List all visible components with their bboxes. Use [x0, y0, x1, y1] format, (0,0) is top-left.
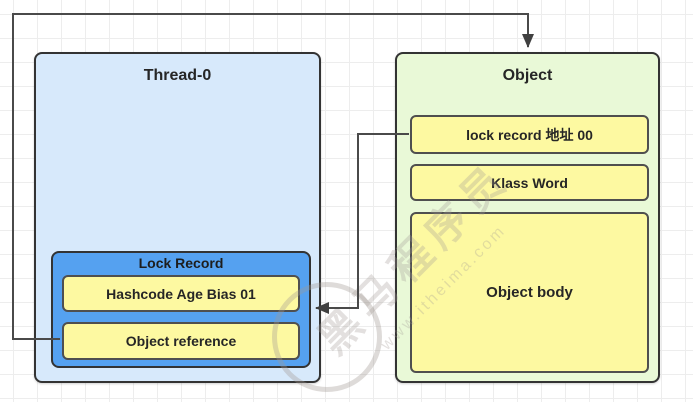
thread-box-title: Thread-0: [143, 67, 212, 84]
lock-record-row-hashcode: Hashcode Age Bias 01: [62, 275, 300, 312]
thread-box: Thread-0 Lock Record Hashcode Age Bias 0…: [34, 52, 321, 383]
object-row-klass-word: Klass Word: [410, 164, 649, 201]
lock-record-row-object-reference: Object reference: [62, 322, 300, 360]
object-row-object-body: Object body: [410, 212, 649, 373]
lock-record-title: Lock Record: [138, 255, 224, 271]
object-box: Object lock record 地址 00 Klass Word Obje…: [395, 52, 660, 383]
lock-record-box: Lock Record Hashcode Age Bias 01 Object …: [51, 251, 311, 368]
object-box-title: Object: [502, 67, 553, 84]
object-row-lock-record-address: lock record 地址 00: [410, 115, 649, 154]
